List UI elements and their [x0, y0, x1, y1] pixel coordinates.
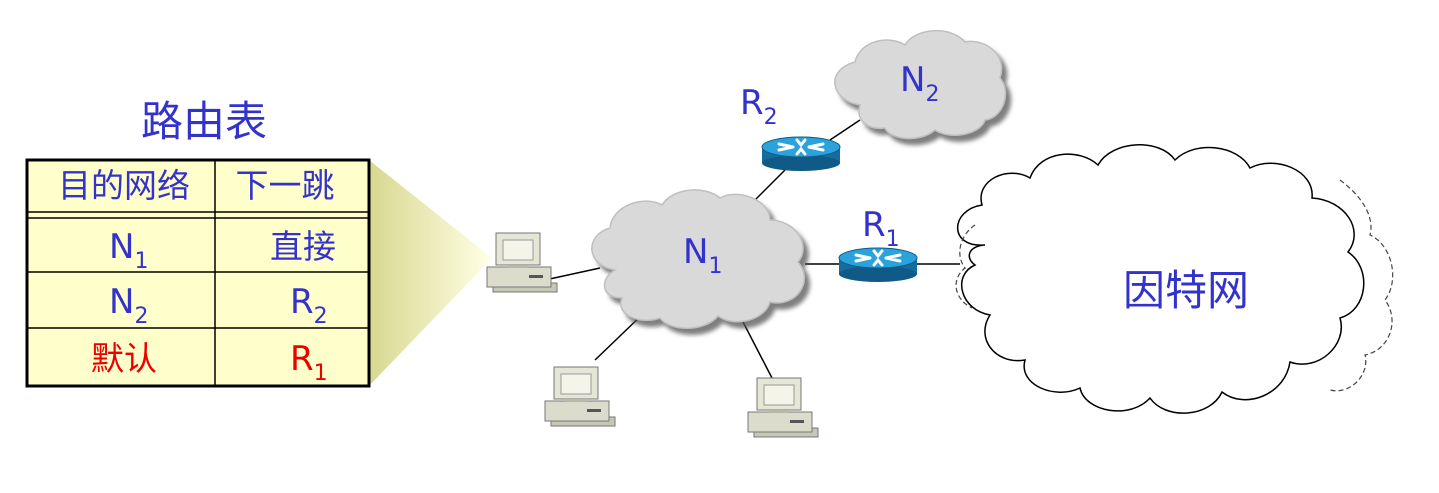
header-next-hop: 下一跳: [236, 166, 335, 205]
router-r2-label: R2: [740, 83, 778, 130]
table-row: N2: [109, 282, 148, 329]
router-r1: [837, 246, 919, 284]
table-pointer-beam: [369, 160, 492, 386]
network-n2-label: N2: [900, 60, 939, 107]
router-r1-label: R1: [862, 205, 900, 252]
row2-next-hop-subscript: 2: [314, 304, 328, 329]
network-n1-cloud: [591, 189, 805, 329]
router-r2: [760, 135, 842, 173]
internet-label: 因特网: [1123, 266, 1249, 315]
row1-destination: N: [109, 227, 134, 267]
row2-destination: N: [109, 282, 134, 322]
header-destination: 目的网络: [58, 166, 190, 205]
row1-destination-subscript: 1: [134, 249, 148, 274]
row2-destination-subscript: 2: [134, 304, 148, 329]
row3-next-hop-subscript: 1: [314, 361, 328, 386]
network-n2-cloud: [834, 29, 1007, 140]
row2-next-hop: R: [290, 282, 314, 322]
row3-next-hop: R: [290, 339, 314, 379]
network-n1-label: N1: [683, 232, 722, 279]
row1-next-hop: 直接: [270, 227, 336, 266]
routing-table: 路由表 目的网络 下一跳 N1 直接 N2 R2 默认 R1: [25, 97, 371, 388]
row3-destination: 默认: [91, 339, 157, 378]
host-computer-icon: [486, 232, 558, 293]
table-row: R1: [290, 339, 328, 386]
host-computer-icon: [747, 377, 819, 438]
table-row: N1: [109, 227, 148, 274]
routing-table-title: 路由表: [141, 97, 267, 146]
host-computer-icon: [544, 366, 616, 427]
internet-cloud: [955, 144, 1394, 414]
table-row: R2: [290, 282, 328, 329]
